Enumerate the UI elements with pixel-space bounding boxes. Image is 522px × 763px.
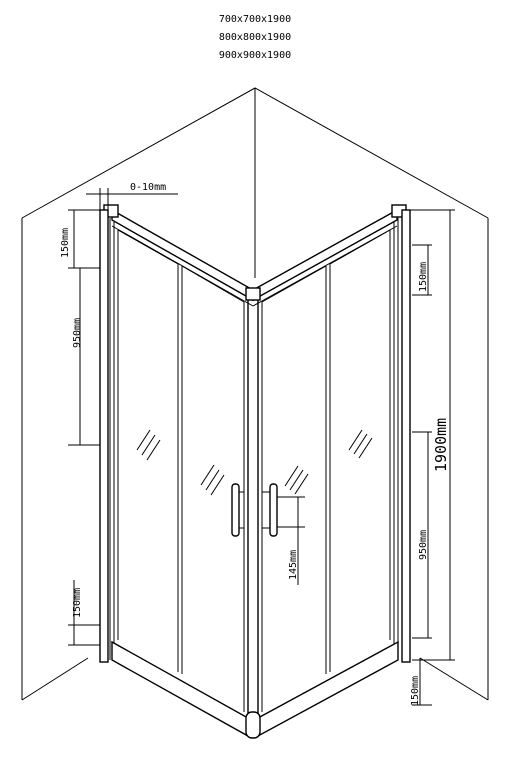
left-top-150-label: 150mm xyxy=(60,228,71,258)
right-wall-profile xyxy=(393,209,411,663)
gap-label: 0-10mm xyxy=(130,182,166,193)
total-height-label: 1900mm xyxy=(432,418,450,472)
size-label-1: 700x700x1900 xyxy=(219,14,291,25)
size-label-3: 900x900x1900 xyxy=(219,50,291,61)
corner-post xyxy=(247,300,259,720)
right-950-label: 950mm xyxy=(418,530,429,560)
left-glass-panels xyxy=(117,229,245,712)
right-handle xyxy=(269,483,278,537)
right-top-150-label: 150mm xyxy=(418,262,429,292)
left-950-label: 950mm xyxy=(72,318,83,348)
corner-block xyxy=(245,287,261,301)
wall-outline xyxy=(21,87,489,701)
size-label-2: 800x800x1900 xyxy=(219,32,291,43)
left-dimension-chain xyxy=(68,209,100,646)
bottom-corner-block xyxy=(245,711,261,739)
right-dimension-chain xyxy=(410,209,455,706)
door-handles xyxy=(231,483,278,537)
left-handle xyxy=(231,483,240,537)
gap-dimension xyxy=(86,188,178,210)
handle-height-label: 145mm xyxy=(288,550,299,580)
glass-reflections xyxy=(136,429,373,496)
right-bottom-150-label: 150mm xyxy=(410,676,421,706)
left-wall-profile xyxy=(99,209,115,663)
left-bottom-150-label: 150mm xyxy=(72,588,83,618)
right-glass-panels xyxy=(261,229,391,712)
bottom-frame xyxy=(111,640,399,739)
handle-dimension xyxy=(277,496,305,585)
